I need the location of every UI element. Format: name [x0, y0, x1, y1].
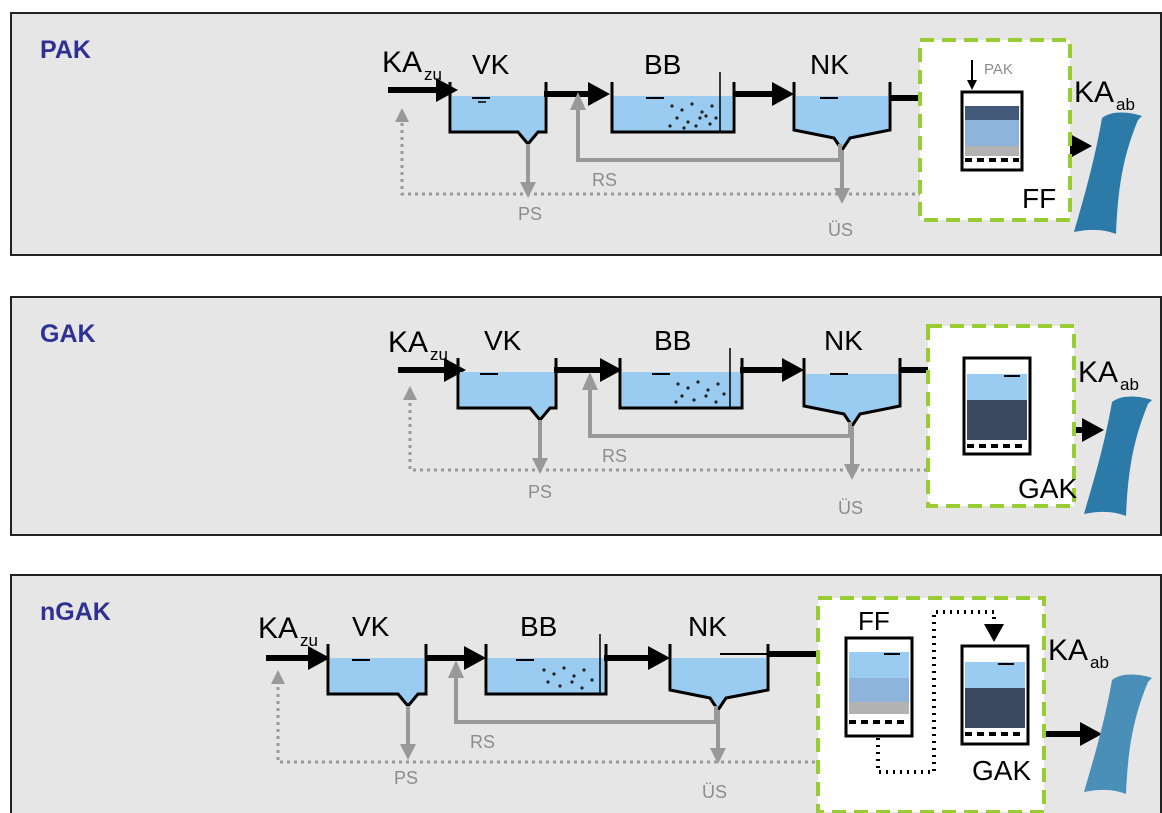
outflow-label: KA [1074, 76, 1114, 109]
rs-label: RS [592, 170, 617, 190]
bb-label: BB [520, 611, 557, 642]
rs-label: RS [602, 446, 627, 466]
vk-basin [448, 82, 548, 147]
stage-label: FF [1022, 183, 1056, 214]
vk-basin [456, 358, 558, 423]
bb-basin [484, 634, 608, 696]
dotted-return-line [271, 670, 854, 764]
sludge-draws [400, 706, 726, 764]
inflow-label-sub: zu [424, 65, 442, 84]
panel-ngak: nGAK [10, 574, 1162, 813]
nk-basin [802, 358, 902, 429]
vk-label: VK [472, 49, 510, 80]
panel-title: nGAK [40, 598, 111, 626]
dotted-transfer-line [876, 610, 1004, 774]
us-label: ÜS [838, 498, 863, 518]
stage-label: GAK [1018, 473, 1077, 504]
outflow-label-sub: ab [1116, 95, 1135, 114]
treatment-stage-box [918, 38, 1072, 222]
ps-label: PS [394, 768, 418, 788]
main-flow [266, 642, 1102, 746]
process-diagram-pak: KA zu VK BB NK RS PS ÜS PAK FF KA ab [382, 38, 1142, 240]
inflow-label-sub: zu [430, 345, 448, 364]
outflow-label: KA [1078, 356, 1118, 389]
panel-gak: GAK [10, 296, 1162, 536]
ps-label: PS [528, 482, 552, 502]
river-receiving-water [1084, 396, 1152, 516]
rs-label: RS [470, 732, 495, 752]
outflow-label: KA [1048, 634, 1088, 667]
bb-basin [618, 348, 744, 410]
panel-pak: PAK [10, 12, 1162, 256]
vk-label: VK [352, 611, 390, 642]
us-label: ÜS [828, 220, 853, 240]
dotted-return-line [403, 386, 994, 472]
inflow-label-sub: zu [300, 631, 318, 650]
vk-basin [326, 644, 428, 709]
river-receiving-water [1084, 674, 1152, 794]
us-label: ÜS [702, 782, 727, 802]
ff-filter [844, 636, 914, 738]
process-diagram-ngak: KA zu VK BB NK RS PS ÜS FF GAK KA ab [258, 596, 1152, 813]
inflow-label: KA [388, 326, 428, 359]
panel-title: PAK [40, 36, 91, 64]
vk-label: VK [484, 325, 522, 356]
ps-label: PS [518, 204, 542, 224]
outflow-label-sub: ab [1120, 375, 1139, 394]
nk-label: NK [688, 611, 727, 642]
gak-filter [962, 356, 1032, 456]
nk-basin [668, 644, 770, 713]
inflow-label: KA [382, 46, 422, 79]
bb-label: BB [644, 49, 681, 80]
sludge-draws [532, 420, 860, 480]
bb-basin [610, 72, 736, 134]
river-receiving-water [1074, 112, 1142, 234]
stage-label: GAK [972, 755, 1031, 786]
sludge-draws [520, 144, 850, 204]
filter-label: FF [858, 606, 890, 636]
bb-label: BB [654, 325, 691, 356]
nk-basin [792, 82, 892, 153]
process-diagram-gak: KA zu VK BB NK RS PS ÜS GAK KA ab [388, 324, 1152, 518]
nk-label: NK [824, 325, 863, 356]
ff-filter [960, 60, 1024, 172]
dosing-label: PAK [984, 61, 1013, 78]
panel-title: GAK [40, 320, 96, 348]
nk-label: NK [810, 49, 849, 80]
inflow-label: KA [258, 612, 298, 645]
gak-filter [960, 644, 1030, 746]
outflow-label-sub: ab [1090, 653, 1109, 672]
